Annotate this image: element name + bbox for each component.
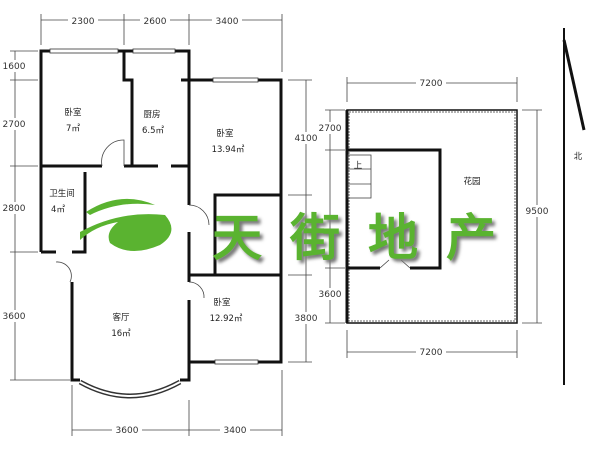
room-name: 卧室: [216, 128, 234, 139]
dim-label: 4100: [295, 134, 318, 144]
dim-label: 3400: [224, 426, 247, 436]
room-name: 卫生间: [49, 188, 75, 199]
dimension-labels: 2300 2600 3400 1600 2700 2800 3600 4100 …: [3, 17, 549, 436]
dim-label: 3600: [3, 312, 26, 322]
garden-plan: 上 花园: [345, 109, 518, 324]
watermark-text: 天街地产: [212, 209, 524, 267]
room-name: 厨房: [143, 109, 160, 120]
room-area: 13.94㎡: [212, 145, 245, 155]
dim-label: 2700: [3, 120, 26, 130]
watermark-logo-icon: [80, 198, 172, 252]
room-area: 6.5㎡: [142, 126, 165, 136]
north-arrow-icon: 北: [562, 28, 586, 385]
dim-label: 2800: [3, 204, 26, 214]
dim-label: 3800: [295, 314, 318, 324]
dim-label: 3600: [116, 426, 139, 436]
walls: [39, 48, 283, 399]
room-name: 卧室: [213, 297, 231, 308]
room-name: 卧室: [64, 107, 82, 118]
room-area: 12.92㎡: [210, 314, 243, 324]
dim-label: 3600: [319, 290, 342, 300]
room-area: 16㎡: [111, 329, 131, 339]
dim-label: 7200: [420, 348, 443, 358]
stair-label: 上: [354, 161, 363, 171]
north-label: 北: [574, 152, 583, 162]
dimension-lines: [10, 14, 542, 436]
room-label-garden: 花园: [463, 176, 480, 187]
dim-label: 2300: [72, 17, 95, 27]
room-area: 4㎡: [51, 205, 65, 215]
dim-label: 1600: [3, 62, 26, 72]
room-labels: 卧室 7㎡ 厨房 6.5㎡ 卧室 13.94㎡ 卫生间 4㎡ 客厅 16㎡ 卧室…: [49, 107, 245, 339]
room-area: 7㎡: [66, 124, 80, 134]
dim-label: 9500: [526, 207, 549, 217]
dim-label: 2600: [144, 17, 167, 27]
room-name: 客厅: [112, 312, 130, 323]
dim-label: 3400: [216, 17, 239, 27]
dim-label: 7200: [420, 79, 443, 89]
dim-label: 2700: [319, 124, 342, 134]
